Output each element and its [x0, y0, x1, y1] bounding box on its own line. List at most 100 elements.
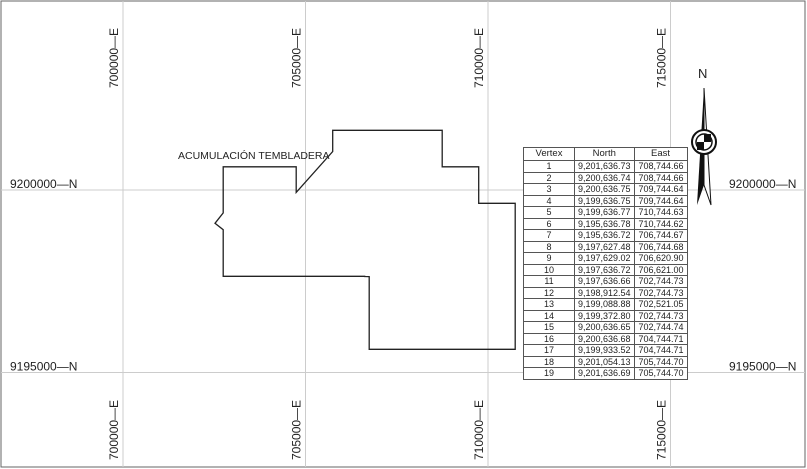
vertex-cell: 3 — [523, 183, 575, 196]
vertex-cell: 6 — [523, 217, 575, 230]
north-cell: 9,200,636.75 — [574, 183, 635, 196]
vertex-cell: 15 — [523, 321, 575, 334]
northing-label-left: 9195000—N — [10, 360, 77, 374]
north-cell: 9,197,629.02 — [574, 252, 635, 265]
vertex-cell: 18 — [523, 355, 575, 368]
north-cell: 9,199,933.52 — [574, 344, 635, 357]
compass-quadrant — [704, 134, 711, 142]
compass-quadrant — [697, 142, 704, 150]
vertex-cell: 17 — [523, 344, 575, 357]
north-cell: 9,199,636.75 — [574, 194, 635, 207]
north-cell: 9,199,088.88 — [574, 298, 635, 311]
north-label: N — [698, 66, 707, 81]
east-cell: 710,744.62 — [633, 217, 688, 230]
vertex-cell: 10 — [523, 263, 575, 276]
north-cell: 9,201,054.13 — [574, 355, 635, 368]
north-cell: 9,195,636.72 — [574, 229, 635, 242]
vertex-cell: 2 — [523, 171, 575, 184]
east-cell: 706,620.90 — [633, 252, 688, 265]
east-cell: 702,744.73 — [633, 309, 688, 322]
concession-boundary — [214, 129, 516, 350]
easting-label-top: 715000—E — [655, 28, 669, 88]
vertex-cell: 19 — [523, 367, 575, 380]
grid-labels: 700000—E 700000—E 705000—E 705000—E 710000—E… — [10, 28, 796, 460]
easting-label-bottom: 705000—E — [290, 400, 304, 460]
east-cell: 704,744.71 — [633, 344, 688, 357]
area-label: ACUMULACIÓN TEMBLADERA — [178, 149, 330, 162]
vertex-cell: 14 — [523, 309, 575, 322]
vertex-cell: 4 — [523, 194, 575, 207]
east-cell: 702,521.05 — [633, 298, 688, 311]
north-cell: 9,200,636.74 — [574, 171, 635, 184]
easting-label-top: 705000—E — [290, 28, 304, 88]
east-cell: 702,744.74 — [633, 321, 688, 334]
north-cell: 9,199,372.80 — [574, 309, 635, 322]
east-cell: 705,744.70 — [633, 367, 688, 380]
vertex-cell: 5 — [523, 206, 575, 219]
north-cell: 9,201,636.69 — [574, 367, 635, 380]
north-cell: 9,197,636.66 — [574, 275, 635, 288]
east-cell: 706,744.68 — [633, 240, 688, 253]
easting-label-top: 710000—E — [472, 28, 486, 88]
east-cell: 706,744.67 — [633, 229, 688, 242]
north-cell: 9,201,636.73 — [574, 160, 635, 173]
north-cell: 9,200,636.68 — [574, 332, 635, 345]
north-cell: 9,197,627.48 — [574, 240, 635, 253]
east-cell: 710,744.63 — [633, 206, 688, 219]
northing-label-right: 9200000—N — [729, 177, 796, 191]
vertex-cell: 8 — [523, 240, 575, 253]
north-arrow: N — [691, 66, 717, 206]
easting-label-top: 700000—E — [107, 28, 121, 88]
column-header: East — [633, 147, 688, 161]
easting-label-bottom: 715000—E — [655, 400, 669, 460]
east-cell: 702,744.73 — [633, 286, 688, 299]
vertex-cell: 11 — [523, 275, 575, 288]
vertex-cell: 16 — [523, 332, 575, 345]
easting-label-bottom: 710000—E — [472, 400, 486, 460]
vertex-cell: 13 — [523, 298, 575, 311]
north-cell: 9,199,636.77 — [574, 206, 635, 219]
northing-label-left: 9200000—N — [10, 177, 77, 191]
north-cell: 9,198,912.54 — [574, 286, 635, 299]
east-cell: 709,744.64 — [633, 194, 688, 207]
east-cell: 706,621.00 — [633, 263, 688, 276]
east-cell: 705,744.70 — [633, 355, 688, 368]
east-cell: 704,744.71 — [633, 332, 688, 345]
east-cell: 708,744.66 — [633, 160, 688, 173]
east-cell: 702,744.73 — [633, 275, 688, 288]
northing-label-right: 9195000—N — [729, 360, 796, 374]
easting-label-bottom: 700000—E — [107, 400, 121, 460]
column-header: North — [574, 147, 635, 161]
vertex-cell: 7 — [523, 229, 575, 242]
vertex-cell: 12 — [523, 286, 575, 299]
east-cell: 708,744.66 — [633, 171, 688, 184]
north-cell: 9,195,636.78 — [574, 217, 635, 230]
column-header: Vertex — [523, 147, 575, 161]
north-cell: 9,200,636.65 — [574, 321, 635, 334]
vertex-cell: 9 — [523, 252, 575, 265]
vertex-cell: 1 — [523, 160, 575, 173]
east-cell: 709,744.64 — [633, 183, 688, 196]
